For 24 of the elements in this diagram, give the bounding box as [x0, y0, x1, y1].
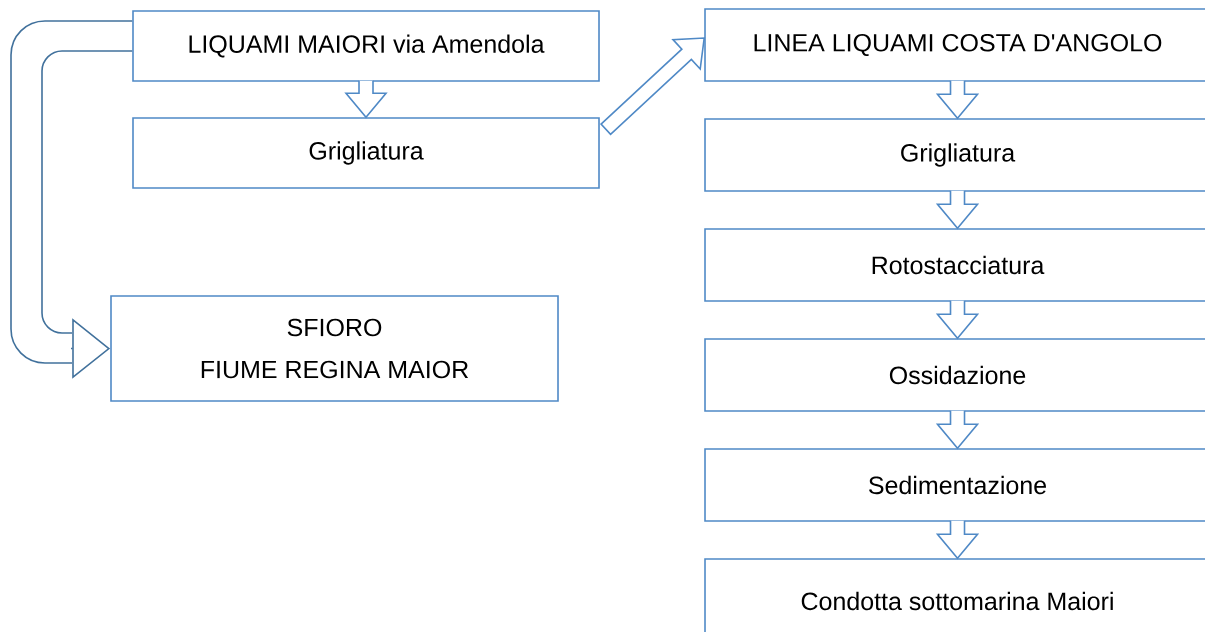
box-label: Ossidazione — [889, 365, 1026, 385]
box-label: Rotostacciatura — [872, 255, 1045, 275]
box-label: LINEA LIQUAMI COSTA D'ANGOLO — [754, 33, 1162, 57]
process-box — [132, 10, 600, 82]
block-arrow — [935, 520, 980, 560]
box-label: LIQUAMI MAIORI via Amendola — [189, 34, 545, 58]
process-box — [704, 8, 1205, 82]
block-arrow — [344, 80, 388, 119]
block-arrow — [935, 300, 980, 340]
process-box — [704, 558, 1205, 632]
process-box — [704, 118, 1205, 192]
process-box — [704, 448, 1205, 522]
block-arrow — [935, 80, 980, 120]
process-box — [110, 295, 559, 402]
block-arrow — [935, 190, 980, 230]
box-label: Sedimentazione — [869, 475, 1046, 495]
process-box — [704, 338, 1205, 412]
box-label: SFIORO FIUME REGINA MAIOR — [201, 318, 469, 379]
process-box — [132, 117, 600, 189]
box-label: Condotta sottomarina Maiori — [801, 591, 1113, 611]
box-label: Grigliatura — [901, 143, 1016, 167]
block-arrow — [935, 410, 980, 450]
process-box — [704, 228, 1205, 302]
box-label: Grigliatura — [309, 141, 424, 165]
